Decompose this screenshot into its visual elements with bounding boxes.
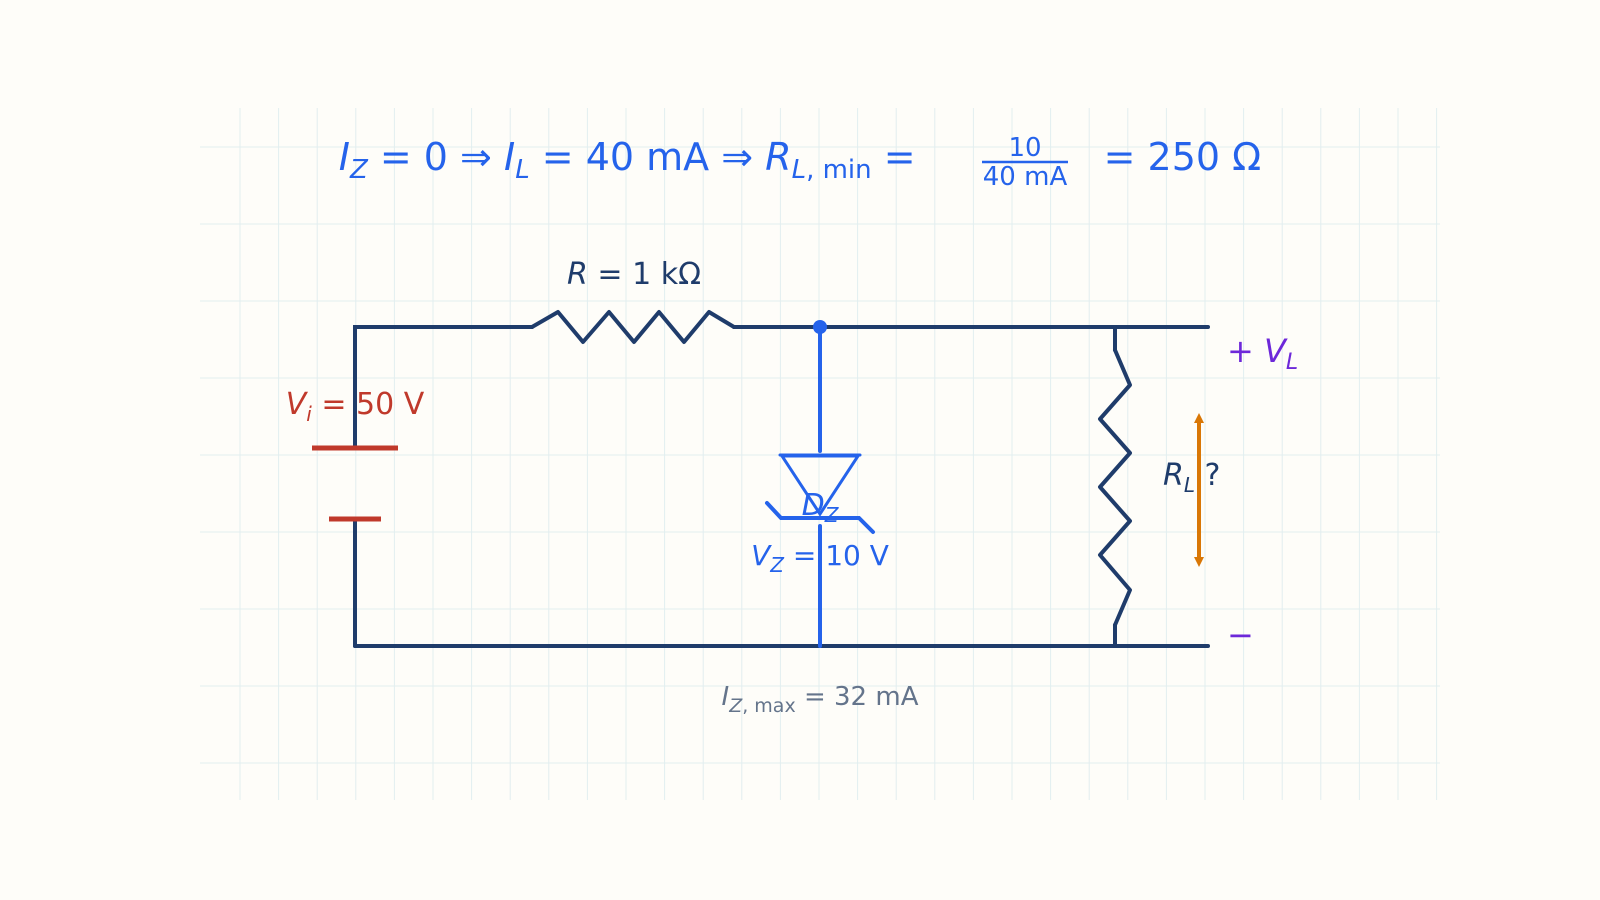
wires xyxy=(353,325,1210,648)
fraction-denominator: 40 mA xyxy=(983,162,1068,192)
series-resistor-label: R = 1 kΩ xyxy=(567,257,701,292)
zener-diode xyxy=(765,325,875,648)
arrow-head-up xyxy=(1194,413,1204,423)
formula: IZ = 0 ⇒ IL = 40 mA ⇒ RL, min = MMMMM = … xyxy=(339,135,1261,185)
zener-cathode-bar xyxy=(765,501,875,534)
junction-node xyxy=(813,320,827,334)
background-grid xyxy=(200,108,1440,800)
series-resistor xyxy=(506,310,762,344)
output-plus-label: + VL xyxy=(1227,332,1298,375)
arrow-head-down xyxy=(1194,557,1204,567)
wire-source-top xyxy=(353,325,534,450)
load-resistor-label: RL ? xyxy=(1163,458,1220,497)
zener-voltage-label: VZ = 10 V xyxy=(751,539,889,577)
zener-label: DZ xyxy=(802,488,840,527)
load-resistor xyxy=(1098,348,1132,627)
output-minus-label: − xyxy=(1227,616,1254,654)
zener-triangle xyxy=(779,454,861,517)
fraction-numerator: 10 xyxy=(1008,133,1041,163)
zener-max-current-label: IZ, max = 32 mA xyxy=(722,682,919,717)
output-voltage-arrow xyxy=(1194,413,1204,567)
source-label: Vi = 50 V xyxy=(286,387,425,426)
